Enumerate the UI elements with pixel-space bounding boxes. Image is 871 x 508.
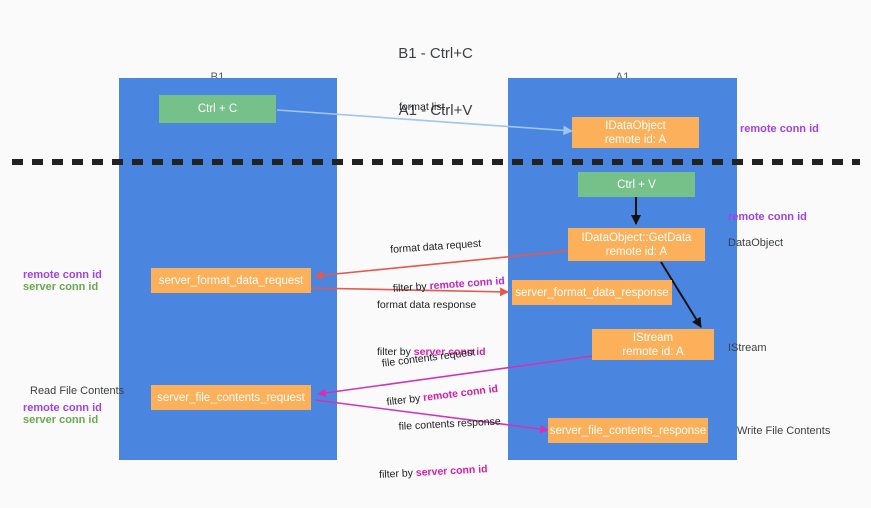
edge-label-format-data-response-main: format data response <box>377 299 477 311</box>
caption-right-remote-conn-id-2: remote conn id <box>728 211 807 223</box>
edge-label-format-data-response-filter: filter by server conn id <box>377 346 486 359</box>
edge-label-format-data-request-main: format data request <box>389 237 482 256</box>
node-ctrl-v[interactable]: Ctrl + V <box>578 172 695 197</box>
filter-key-server-conn-id: server conn id <box>413 346 486 358</box>
node-ctrl-c[interactable]: Ctrl + C <box>159 95 276 123</box>
caption-left-server-conn-id-1: server conn id <box>23 281 99 293</box>
edge-label-format-data-response: format data response filter by server co… <box>377 273 486 385</box>
filter-prefix: filter by <box>377 346 414 358</box>
node-server-format-data-request[interactable]: server_format_data_request <box>151 268 311 293</box>
node-server-file-contents-response[interactable]: server_file_contents_response <box>548 418 708 443</box>
caption-left-remote-conn-id-2: remote conn id <box>23 402 102 414</box>
node-istream[interactable]: IStream remote id: A <box>592 329 714 360</box>
filter-prefix: filter by <box>378 466 417 481</box>
caption-left-read-file-contents: Read File Contents <box>30 385 125 397</box>
diagram-canvas: B1 - Ctrl+C A1 - Ctrl+V B1 connection A1… <box>12 45 860 481</box>
caption-left-server-conn-id-2: server conn id <box>23 414 99 426</box>
edge-label-format-list: format list <box>399 101 445 113</box>
edge-label-file-contents-response: file contents response filter by server … <box>375 390 505 508</box>
filter-key-server-conn-id: server conn id <box>415 463 488 479</box>
caption-right-dataobject: DataObject <box>728 237 784 249</box>
node-idataobject[interactable]: IDataObject remote id: A <box>572 117 699 148</box>
caption-right-write-file-contents: Write File Contents <box>737 425 831 437</box>
caption-left-remote-conn-id-1: remote conn id <box>23 269 102 281</box>
edge-label-file-contents-request-main: file contents request <box>381 346 476 370</box>
caption-right-istream: IStream <box>728 342 767 354</box>
caption-right-remote-conn-id-1: remote conn id <box>740 123 819 135</box>
edge-label-file-contents-response-main: file contents response <box>398 415 501 433</box>
edge-label-file-contents-response-filter: filter by server conn id <box>379 462 504 481</box>
title-line-1: B1 - Ctrl+C <box>398 45 473 62</box>
node-server-file-contents-request[interactable]: server_file_contents_request <box>151 385 311 410</box>
node-idataobject-getdata[interactable]: IDataObject::GetData remote id: A <box>568 228 705 261</box>
node-server-format-data-response[interactable]: server_format_data_response <box>512 280 672 305</box>
